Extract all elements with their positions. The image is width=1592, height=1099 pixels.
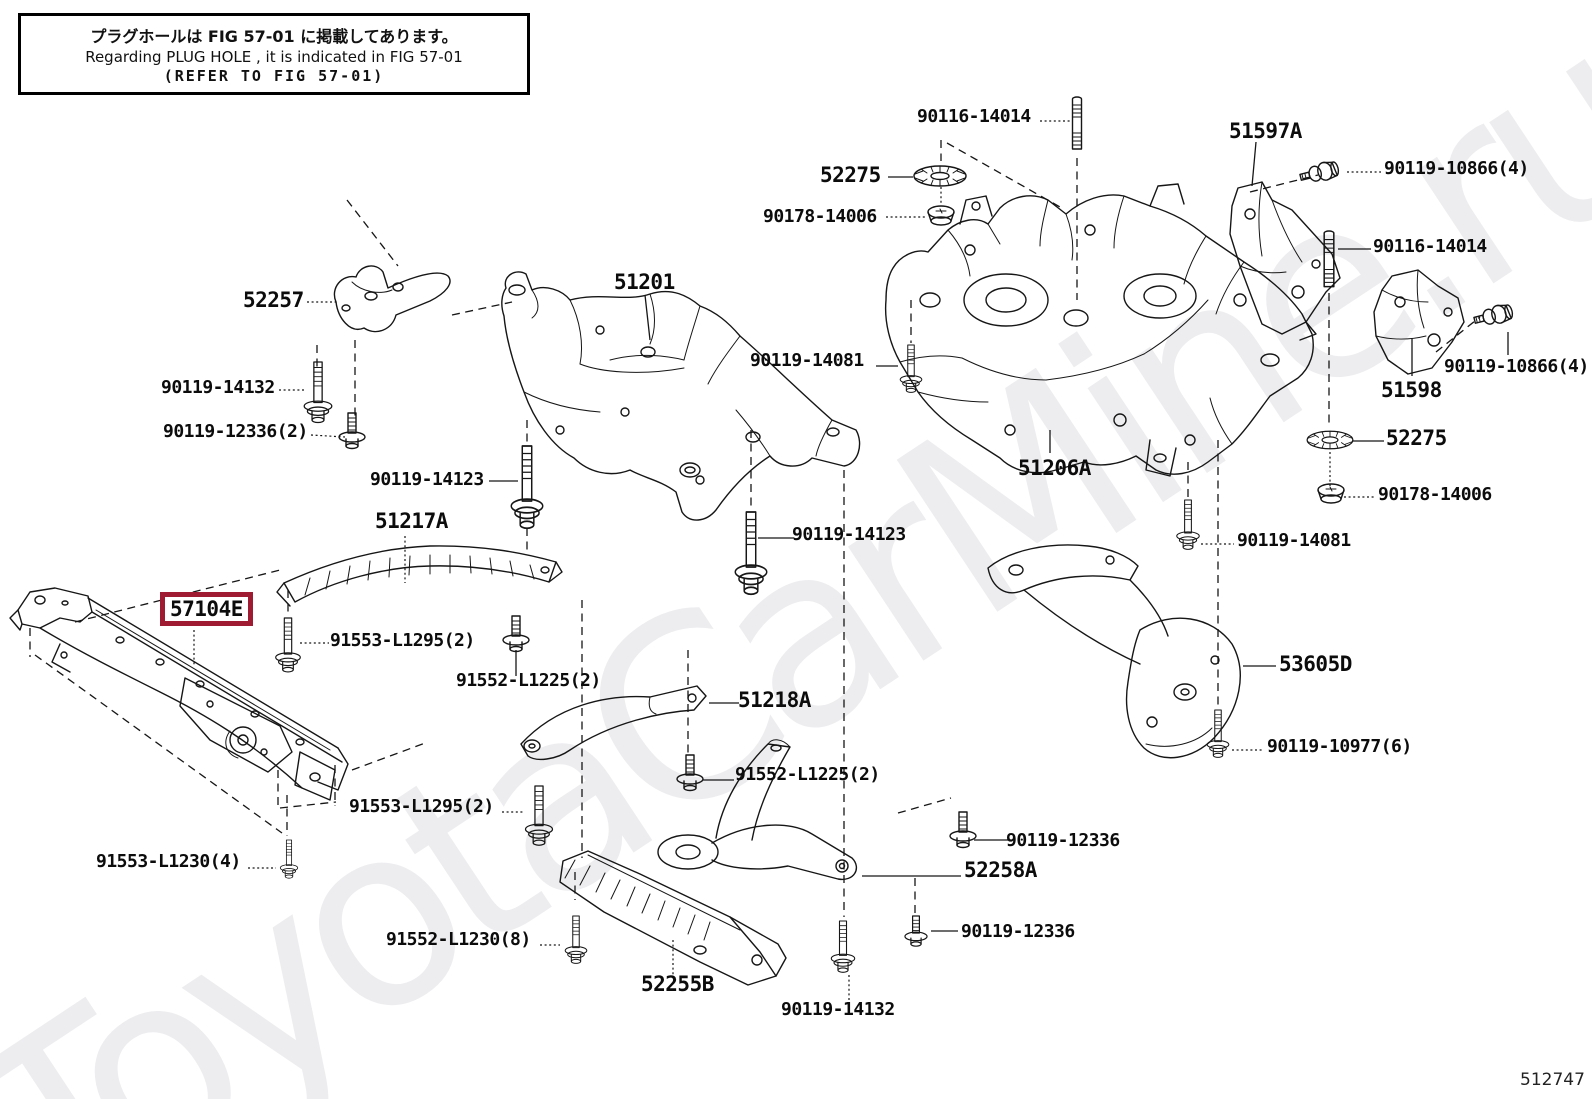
part-51217A-drawing (276, 545, 563, 607)
part-label-90116-14014: 90116-14014 (1373, 236, 1487, 257)
part-label-52257: 52257 (243, 288, 304, 312)
bolt-icon-90119-12336-a (949, 811, 977, 849)
part-51218A-drawing (520, 685, 707, 761)
part-label-52275: 52275 (820, 163, 881, 187)
bolt-icon-90119-12336-b (904, 915, 928, 947)
cap-icon-90178-14006-right (1317, 483, 1345, 504)
part-52255B-drawing (559, 850, 787, 986)
figure-number: 512747 (1520, 1070, 1585, 1090)
phantom-dashed-lines (29, 140, 1481, 917)
bolt-icon-91553-L1295-b (524, 785, 554, 846)
cap-icon-90178-14006-top (927, 205, 955, 226)
part-label-51201: 51201 (614, 270, 675, 294)
stud-icon-90116-14014-right (1323, 230, 1335, 288)
part-label-90119-10866(4): 90119-10866(4) (1444, 356, 1589, 377)
part-label-90119-10866(4): 90119-10866(4) (1384, 158, 1529, 179)
part-label-53605D: 53605D (1279, 652, 1352, 676)
part-label-90119-12336(2): 90119-12336(2) (163, 421, 308, 442)
part-label-90178-14006: 90178-14006 (1378, 484, 1492, 505)
part-label-52275: 52275 (1386, 426, 1447, 450)
washer-icon-52275-right (1306, 430, 1354, 450)
part-label-90119-14132: 90119-14132 (781, 999, 895, 1020)
bolt-icon-91552-L1225-b (676, 754, 704, 792)
bolt-icon-90119-14123-b (734, 511, 768, 596)
part-label-91553-L1230(4): 91553-L1230(4) (96, 851, 241, 872)
part-51206A-drawing (884, 183, 1314, 477)
bolt-icon-91553-L1230x4 (279, 839, 299, 879)
bolt-icon-90119-10866x4-top (1297, 158, 1341, 187)
bolt-icon-91552-L1230x8 (564, 915, 588, 964)
part-label-90119-12336: 90119-12336 (1006, 830, 1120, 851)
part-label-90119-10977(6): 90119-10977(6) (1267, 736, 1412, 757)
part-51201-drawing (501, 271, 861, 521)
bolt-icon-90119-10866x4-low (1471, 301, 1515, 330)
part-label-91553-L1295(2): 91553-L1295(2) (349, 796, 494, 817)
part-label-51218A: 51218A (738, 688, 811, 712)
part-label-52255B: 52255B (641, 972, 714, 996)
part-label-51206A: 51206A (1018, 456, 1091, 480)
leader-lines (193, 120, 1509, 1003)
part-label-90119-14123: 90119-14123 (792, 524, 906, 545)
part-51597A-drawing (1229, 181, 1341, 341)
part-52258A-drawing (657, 739, 857, 881)
bolt-icon-91553-L1295-a (275, 617, 301, 673)
part-label-91553-L1295(2): 91553-L1295(2) (330, 630, 475, 651)
part-label-90178-14006: 90178-14006 (763, 206, 877, 227)
part-label-51598: 51598 (1381, 378, 1442, 402)
note-line-refer: (REFER TO FIG 57-01) (163, 67, 385, 85)
part-label-91552-L1225(2): 91552-L1225(2) (456, 670, 601, 691)
part-label-51597A: 51597A (1229, 119, 1302, 143)
part-label-52258A: 52258A (964, 858, 1037, 882)
part-label-91552-L1225(2): 91552-L1225(2) (735, 764, 880, 785)
part-label-90119-14123: 90119-14123 (370, 469, 484, 490)
washer-icon-52275-top (913, 165, 967, 187)
part-57104E-drawing (9, 587, 349, 801)
part-label-90119-14081: 90119-14081 (750, 350, 864, 371)
bolt-icon-91552-L1225-a (502, 615, 530, 653)
plug-hole-note-box: プラグホールは FIG 57-01 に掲載してあります。 Regarding P… (18, 13, 530, 95)
bolt-icon-90119-14132-bottom (830, 920, 856, 973)
part-label-90119-14132: 90119-14132 (161, 377, 275, 398)
part-label-90119-14081: 90119-14081 (1237, 530, 1351, 551)
part-label-90119-12336: 90119-12336 (961, 921, 1075, 942)
note-line-japanese: プラグホールは FIG 57-01 に掲載してあります。 (90, 27, 458, 46)
bolt-icon-90119-14123-a (510, 445, 544, 530)
note-line-english: Regarding PLUG HOLE , it is indicated in… (85, 48, 463, 66)
part-53605D-drawing (987, 544, 1241, 759)
bolt-icon-90119-14081-right (1176, 499, 1200, 550)
part-label-51217A: 51217A (375, 509, 448, 533)
part-label-90116-14014: 90116-14014 (917, 106, 1031, 127)
part-label-57104E: 57104E (160, 592, 253, 627)
part-51598-drawing (1373, 269, 1465, 375)
bolt-icon-90119-12336x2 (338, 412, 366, 450)
stud-icon-90116-14014-top (1071, 96, 1083, 150)
part-label-91552-L1230(8): 91552-L1230(8) (386, 929, 531, 950)
part-52257-drawing (333, 265, 451, 333)
bolt-icon-90119-14132-top (303, 361, 333, 424)
